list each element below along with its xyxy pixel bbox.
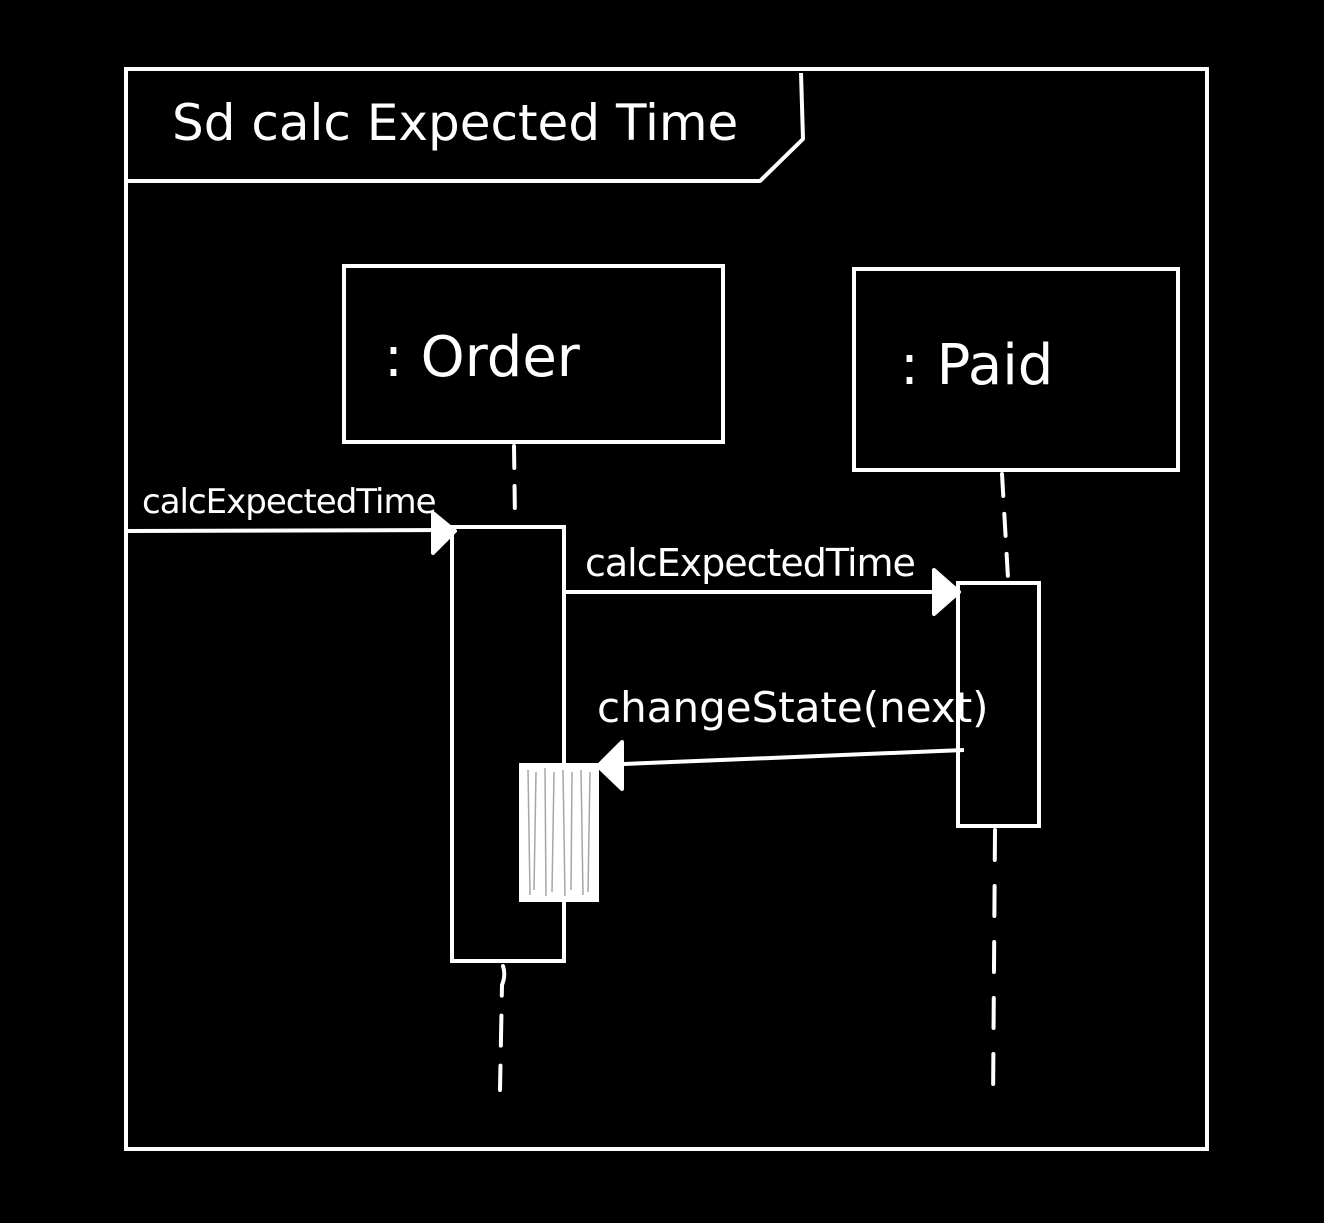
lifeline-label-order: : Order bbox=[384, 325, 581, 390]
lifeline-head-paid bbox=[852, 267, 1180, 472]
message-label-m1: calcExpectedTime bbox=[142, 482, 436, 522]
frame-title-tab bbox=[126, 72, 805, 183]
frame-border bbox=[124, 67, 1209, 1151]
message-label-m2: calcExpectedTime bbox=[585, 541, 915, 585]
lifeline-head-order bbox=[342, 264, 725, 444]
lifeline-label-paid: : Paid bbox=[900, 333, 1053, 398]
message-arrowhead-m3 bbox=[596, 740, 624, 791]
lifeline-dash-paid-bottom bbox=[991, 828, 997, 1107]
message-line-m3 bbox=[599, 748, 965, 767]
activation-nested-scribble bbox=[527, 767, 591, 897]
activation-paid bbox=[956, 581, 1041, 828]
lifeline-dash-order-top bbox=[512, 444, 517, 522]
frame-title: Sd calc Expected Time bbox=[172, 94, 738, 152]
lifeline-dash-order-bottom bbox=[498, 964, 507, 1092]
message-line-m1 bbox=[127, 528, 451, 533]
message-label-m3: changeState(next) bbox=[597, 683, 989, 732]
activation-order-nested bbox=[519, 763, 599, 902]
message-arrowhead-m1 bbox=[431, 511, 457, 555]
lifeline-dash-paid-top bbox=[1000, 472, 1010, 580]
message-arrowhead-m2 bbox=[932, 568, 961, 616]
activation-order bbox=[450, 525, 566, 963]
